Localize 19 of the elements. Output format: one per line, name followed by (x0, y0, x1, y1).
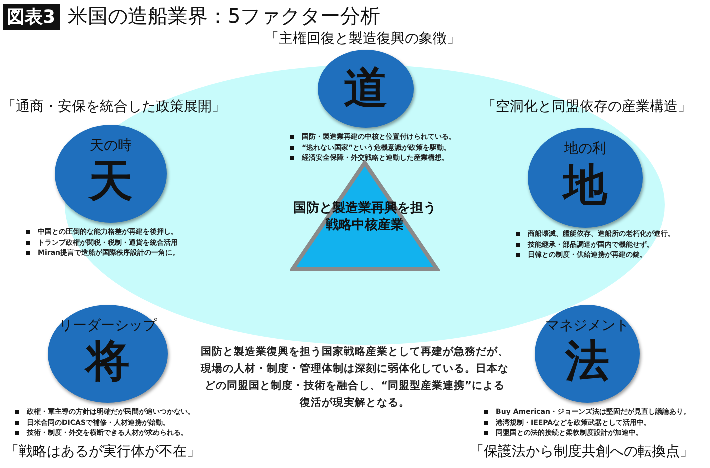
triangle-shape (290, 160, 440, 272)
kanji-character: 道 (343, 67, 389, 111)
factor-circle (48, 305, 168, 403)
factor-heading: 「戦略はあるが実行体が不在」 (5, 443, 201, 461)
factor-heading: 「保護法から制度共創への転換点」 (470, 443, 694, 461)
kanji-character: 将 (84, 340, 131, 384)
kanji-character: 地 (561, 164, 609, 208)
circle-heading: 地の利 (564, 140, 608, 158)
kanji-character: 天 (87, 160, 134, 204)
figure-number-tag: 図表3 (3, 4, 60, 30)
circle-heading: マネジメント (544, 317, 630, 335)
factor-heading: 「主権回復と製造復興の象徴」 (265, 30, 461, 48)
circle-heading: 天の時 (89, 137, 133, 155)
factor-heading: 「空洞化と同盟依存の産業構造」 (482, 98, 692, 116)
page-title: 米国の造船業界：5ファクター分析 (68, 3, 381, 30)
factor-heading: 「通商・安保を統合した政策展開」 (2, 98, 226, 116)
triangle-text: 国防と製造業再興を担う戦略中核産業 (292, 200, 438, 234)
circle-heading: リーダーシップ (58, 317, 158, 335)
kanji-character: 法 (564, 340, 610, 384)
